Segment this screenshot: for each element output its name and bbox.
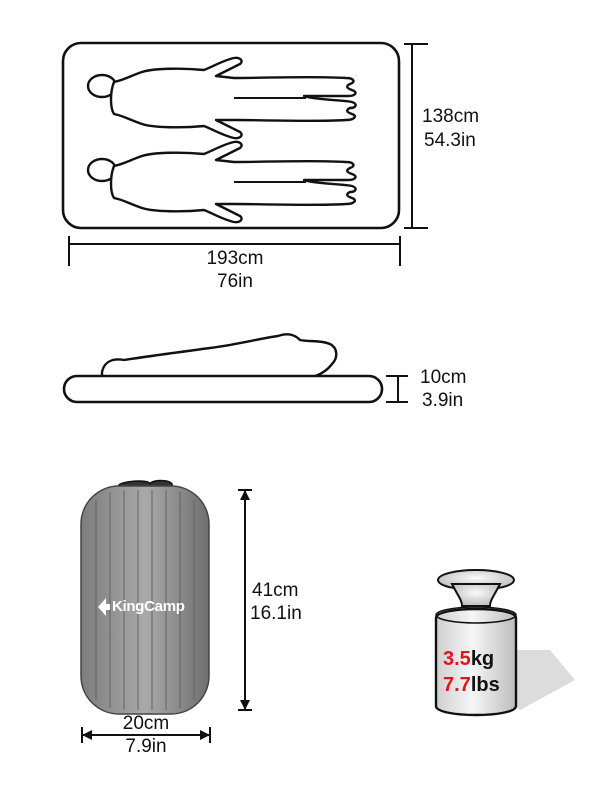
thickness-in-label: 3.9in — [422, 390, 464, 411]
bag-diameter-cm-label: 20cm — [122, 713, 170, 734]
weight-icon — [434, 569, 575, 717]
side-person-silhouette — [100, 333, 338, 380]
bag-diameter-dimension-line — [81, 727, 211, 743]
mattress-side-outline — [62, 374, 384, 404]
pack-bag-illustration — [80, 479, 210, 715]
bag-height-cm-label: 41cm — [252, 580, 299, 601]
weight-lbs-unit: lbs — [470, 674, 500, 696]
length-cm-label: 193cm — [206, 248, 264, 269]
kingcamp-logo: KingCamp — [112, 598, 185, 615]
weight-kg-unit: kg — [470, 648, 495, 670]
length-in-label: 76in — [217, 271, 253, 292]
weight-kg-value: 3.5 — [443, 648, 471, 670]
weight-kg-label: 3.5kg — [443, 646, 494, 672]
width-in-label: 54.3in — [424, 130, 476, 151]
thickness-dimension-line — [386, 375, 408, 403]
bag-diameter-in-label: 7.9in — [125, 736, 167, 757]
thickness-cm-label: 10cm — [420, 367, 467, 388]
width-dimension-line — [404, 43, 428, 229]
bag-height-dimension-line — [238, 489, 252, 711]
weight-lbs-label: 7.7lbs — [443, 672, 500, 698]
weight-lbs-value: 7.7 — [443, 674, 471, 696]
length-dimension-line — [68, 236, 401, 266]
bag-height-in-label: 16.1in — [250, 603, 302, 624]
width-cm-label: 138cm — [422, 106, 480, 127]
